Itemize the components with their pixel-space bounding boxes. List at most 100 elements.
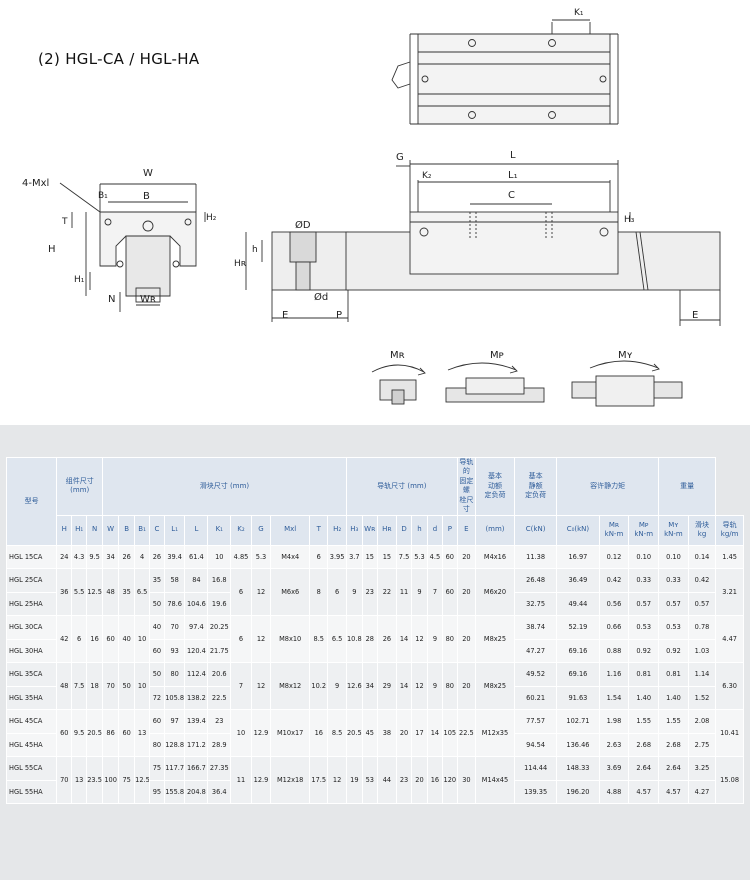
header-col-4: B: [118, 514, 136, 546]
cell-kgm: 3.21: [715, 568, 744, 617]
cell-g: 12.9: [250, 709, 272, 758]
cell-h: 17: [410, 709, 429, 758]
cell-my: 4.57: [658, 779, 689, 805]
label-e2: E: [692, 310, 698, 321]
cell-c: 95: [149, 779, 165, 805]
header-bolt-unit: (mm): [475, 514, 515, 546]
cell-d: 14: [396, 615, 412, 664]
label-n: N: [108, 294, 115, 305]
cell-my: 2.68: [658, 732, 689, 758]
cell-g: 12: [250, 615, 272, 664]
cell-n: 23.5: [86, 756, 104, 805]
cell-cd: 32.75: [513, 591, 558, 617]
header-assembly: 组件尺寸 (mm): [56, 457, 104, 516]
cell-h3: 9: [345, 568, 363, 617]
cell-bolt: M14x45: [475, 756, 515, 805]
label-b1: B₁: [98, 191, 108, 201]
header-col-20: d: [427, 514, 443, 546]
header-col-8: L: [184, 514, 209, 546]
cell-wr: 23: [361, 568, 378, 617]
cell-my: 0.92: [658, 638, 689, 664]
cell-hr: 29: [376, 662, 398, 711]
cell-k2: 7: [230, 662, 252, 711]
label-mxl: 4-Mxl: [22, 178, 49, 189]
cell-h: 48: [56, 662, 73, 711]
cell-mxl: M12x18: [270, 756, 311, 805]
cell-h1: 5.5: [71, 568, 88, 617]
header-weight: 重量: [658, 457, 717, 516]
cell-c: 72: [149, 685, 165, 711]
header-c-unit: C(kN): [513, 514, 558, 546]
cell-d: 4.5: [427, 544, 443, 570]
cell-k1: 27.35: [207, 756, 232, 781]
cell-mp: 0.10: [628, 544, 660, 570]
cell-l1: 80: [163, 662, 186, 687]
cell-cd: 114.44: [513, 756, 558, 781]
cell-l: 171.2: [184, 732, 209, 758]
cell-c0: 102.71: [556, 709, 600, 734]
moment-icons: [371, 360, 683, 407]
label-h-small: h: [252, 245, 258, 255]
cell-b: 75: [118, 756, 136, 805]
header-col-9: K₁: [207, 514, 232, 546]
cell-c: 40: [149, 615, 165, 640]
cell-kgm: 6.30: [715, 662, 744, 711]
label-l: L: [510, 150, 516, 161]
cell-kg: 0.78: [687, 615, 717, 640]
spec-table-area: 型号 组件尺寸 (mm) 滑块尺寸 (mm) 导轨尺寸 (mm) 导轨的 固定螺…: [0, 425, 750, 880]
header-col-2: N: [86, 514, 104, 546]
header-moment-my-unit: kN-m: [664, 530, 683, 539]
cell-l: 138.2: [184, 685, 209, 711]
cell-k1: 22.5: [207, 685, 232, 711]
cell-h1: 7.5: [71, 662, 88, 711]
cell-c: 80: [149, 732, 165, 758]
header-col-17: Hʀ: [376, 514, 398, 546]
cell-mxl: M6x6: [270, 568, 311, 617]
cell-model: HGL 55CA: [5, 756, 58, 781]
header-col-10: K₂: [230, 514, 252, 546]
cell-h1: 13: [71, 756, 88, 805]
header-col-14: H₂: [327, 514, 347, 546]
header-col-3: W: [102, 514, 120, 546]
cell-bolt: M8x25: [475, 615, 515, 664]
cell-d: 9: [427, 662, 443, 711]
cell-model: HGL 35HA: [5, 685, 58, 711]
cell-h2: 12: [327, 756, 347, 805]
cell-d: 23: [396, 756, 412, 805]
label-od: ØD: [295, 219, 311, 231]
cell-k1: 28.9: [207, 732, 232, 758]
cell-mr: 0.42: [598, 568, 630, 593]
cell-l: 120.4: [184, 638, 209, 664]
cell-c0: 36.49: [556, 568, 600, 593]
header-moment-mp-label: Mᴘ: [638, 520, 649, 529]
cell-k1: 19.6: [207, 591, 232, 617]
cell-b1: 6.5: [134, 568, 150, 617]
label-h2: H₂: [206, 213, 217, 223]
cell-e: 30: [456, 756, 477, 805]
cell-c: 75: [149, 756, 165, 781]
cell-k1: 21.75: [207, 638, 232, 664]
cell-c: 60: [149, 709, 165, 734]
cell-h: 20: [410, 756, 429, 805]
cell-d: 7: [427, 568, 443, 617]
cell-l: 104.6: [184, 591, 209, 617]
header-weight-block_w-unit: kg: [697, 530, 707, 539]
cell-l1: 117.7: [163, 756, 186, 781]
label-d-small: Ød: [314, 291, 328, 303]
cell-e: 20: [456, 662, 477, 711]
cell-c0: 52.19: [556, 615, 600, 640]
label-mp: Mᴘ: [490, 350, 504, 361]
cell-w: 86: [102, 709, 120, 758]
cell-t: 17.5: [309, 756, 329, 805]
cell-kgm: 4.47: [715, 615, 744, 664]
cell-mr: 0.12: [598, 544, 630, 570]
cell-l: 97.4: [184, 615, 209, 640]
cell-c: 50: [149, 591, 165, 617]
cell-g: 12: [250, 568, 272, 617]
cell-mr: 1.54: [598, 685, 630, 711]
cell-mr: 0.88: [598, 638, 630, 664]
